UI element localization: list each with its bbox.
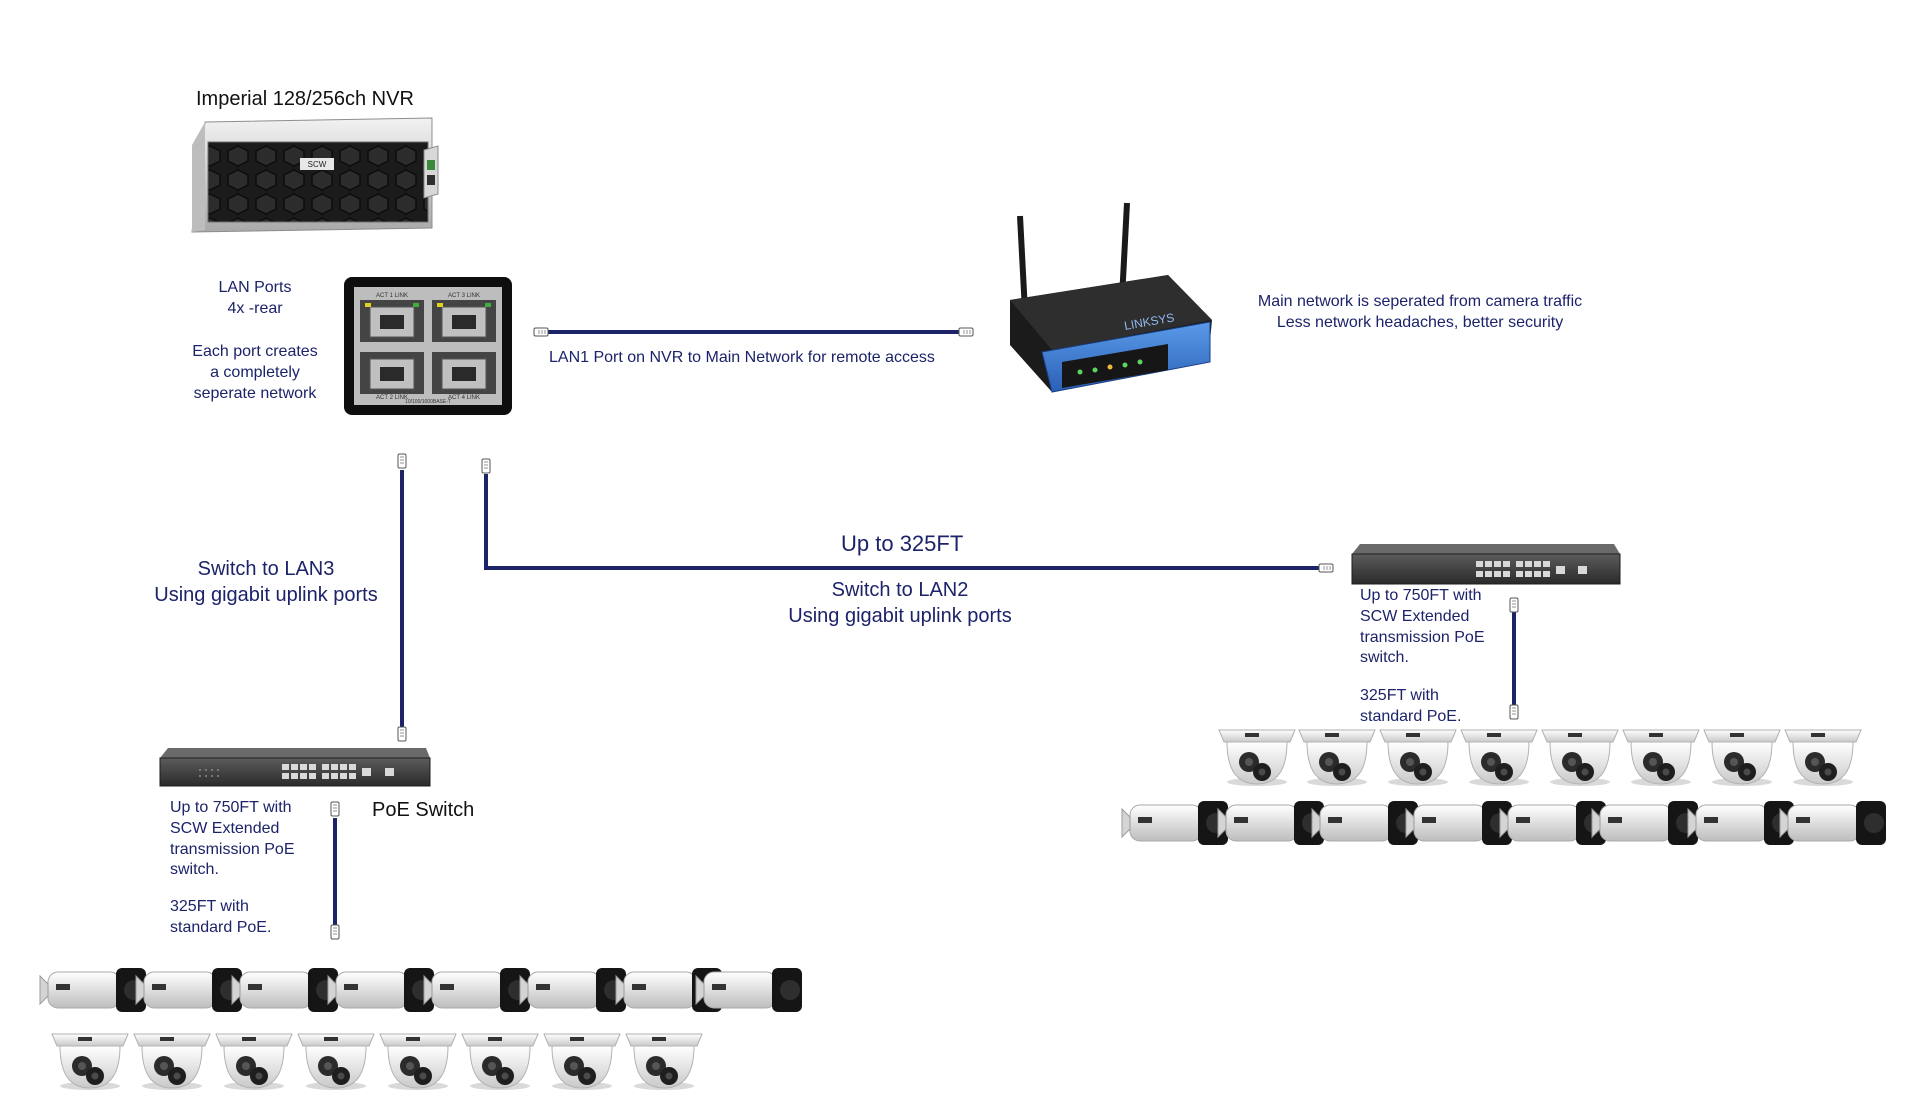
dome-camera [625,1033,703,1091]
bullet-camera [1591,800,1699,846]
lan-ports-count: 4x -rear [227,300,283,317]
panel-speed-label: 10/100/1000BASE-T [405,399,451,405]
bullet-camera [135,967,243,1013]
poe-switch-label: PoE Switch [372,799,475,821]
lan-ports-label: LAN Ports [218,279,292,296]
dome-camera [1784,729,1862,787]
port-label-1: ACT 1 LINK [376,293,408,299]
bullet-camera [1405,800,1513,846]
poe-switch-left-icon [159,748,431,787]
port-label-2: ACT 2 LINK [376,395,408,401]
left-poe-note: 325FT with standard PoE. [170,898,272,936]
left-switch-note: Up to 750FT with SCW Extended transmissi… [170,799,295,879]
dome-camera [1379,729,1457,787]
bullet-camera [423,967,531,1013]
bullet-camera [231,967,339,1013]
dome-camera [1541,729,1619,787]
port-label-4: ACT 4 LINK [448,395,480,401]
cable-lan3 [397,453,407,742]
lan-ports-description: Each port creates a completely seperate … [192,343,318,402]
dome-camera [1218,729,1296,787]
bullet-camera [1217,800,1325,846]
nvr-brand-label: SCW [308,160,327,169]
bullet-camera [519,967,627,1013]
dome-camera [461,1033,539,1091]
lan3-label: Switch to LAN3 Using gigabit uplink port… [154,558,378,606]
nvr-icon: SCW [191,117,439,233]
lan2-label: Switch to LAN2 Using gigabit uplink port… [788,579,1012,627]
lan-port-1 [360,300,424,342]
bullet-camera [1311,800,1419,846]
dome-camera [51,1033,129,1091]
poe-switch-right-icon [1351,544,1621,585]
lan-port-2 [360,352,424,394]
bullet-camera [1687,800,1795,846]
camera-group-right [1121,729,1887,846]
bullet-camera [1121,800,1229,846]
bullet-camera [327,967,435,1013]
dome-camera [133,1033,211,1091]
router-icon: LINKSYS [1010,202,1212,393]
nvr-title: Imperial 128/256ch NVR [196,88,414,110]
dome-camera [1298,729,1376,787]
dome-camera [1460,729,1538,787]
dome-camera [379,1033,457,1091]
bullet-camera [1499,800,1607,846]
dome-camera [297,1033,375,1091]
bullet-camera [695,967,803,1013]
cable-lan1 [533,327,974,337]
cable-right-camera-drop [1509,597,1519,720]
bullet-camera [1779,800,1887,846]
lan-port-4 [432,352,496,394]
cable-left-camera-drop [330,801,340,940]
lan1-link-label: LAN1 Port on NVR to Main Network for rem… [549,349,935,366]
lan-port-panel: ACT 1 LINK ACT 3 LINK ACT 2 LINK ACT 4 L… [344,277,512,415]
port-label-3: ACT 3 LINK [448,293,480,299]
dome-camera [215,1033,293,1091]
dome-camera [1703,729,1781,787]
main-network-note: Main network is seperated from camera tr… [1257,293,1583,331]
dome-camera [543,1033,621,1091]
cable-lan2 [481,458,1334,573]
right-switch-note: Up to 750FT with SCW Extended transmissi… [1360,587,1485,667]
lan2-distance-label: Up to 325FT [841,531,964,556]
bullet-camera [39,967,147,1013]
dome-camera [1622,729,1700,787]
lan-port-3 [432,300,496,342]
right-poe-note: 325FT with standard PoE. [1360,687,1462,725]
camera-group-left [39,967,803,1091]
